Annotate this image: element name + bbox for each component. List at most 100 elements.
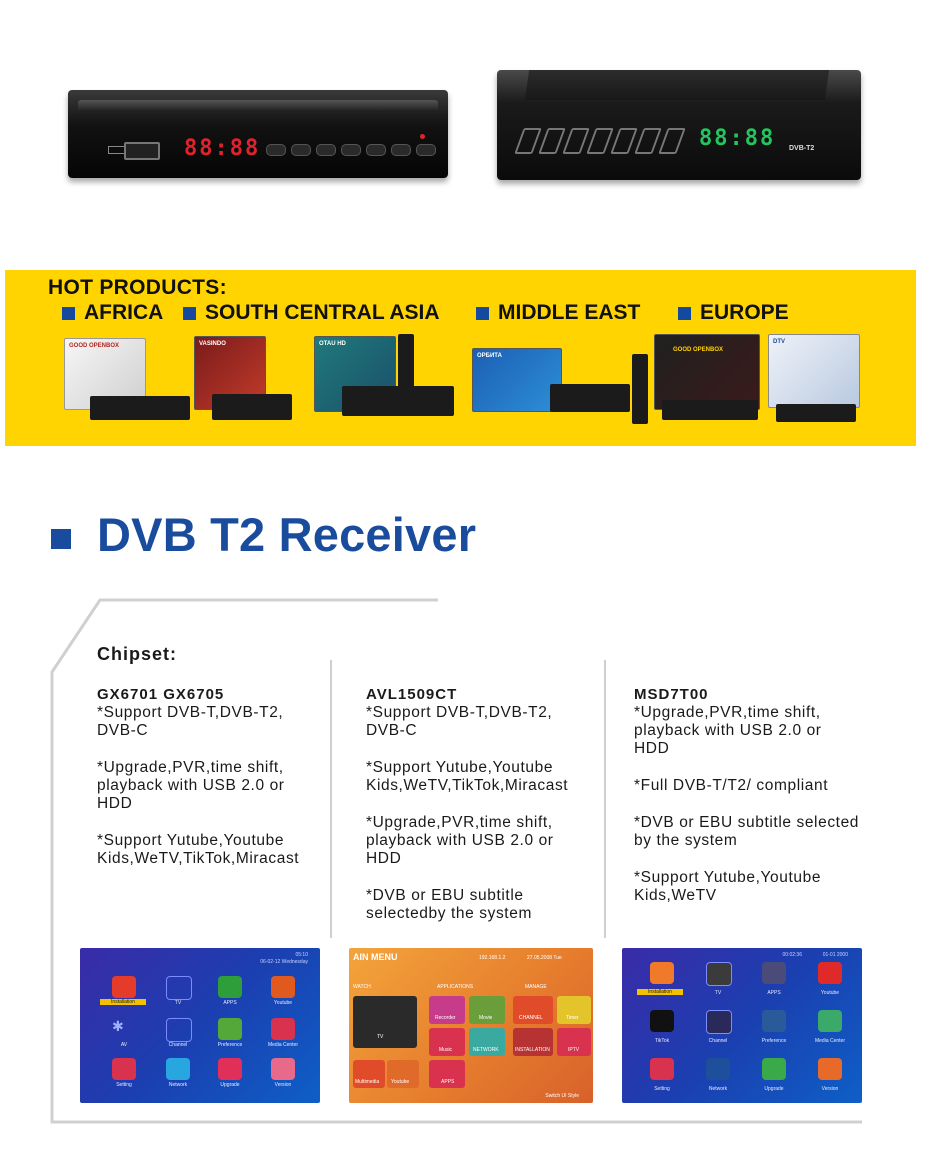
apps-icon[interactable] <box>762 962 786 984</box>
feature-text: *Upgrade,PVR,time shift, playback with U… <box>97 759 285 812</box>
product-box-6: DTV <box>766 334 866 434</box>
feature-text: *Upgrade,PVR,time shift, playback with U… <box>634 704 822 757</box>
tile-label: Music <box>439 1047 453 1053</box>
apps-icon[interactable] <box>218 976 242 998</box>
product-box-1: GOOD OPENBOX <box>60 334 195 434</box>
upgrade-icon[interactable] <box>762 1058 786 1080</box>
feature-text: *DVB or EBU subtitle selectedby the syst… <box>366 887 532 922</box>
tile-label: Recorder <box>435 1015 456 1021</box>
youtube-tile[interactable]: Youtube <box>387 1060 419 1088</box>
channel-icon[interactable] <box>706 1010 732 1034</box>
network-icon[interactable] <box>706 1058 730 1080</box>
tile-label: Youtube <box>820 990 840 996</box>
iptv-tile[interactable]: IPTV <box>557 1028 591 1056</box>
tile-label: Setting <box>116 1082 132 1088</box>
timer-tile[interactable]: Timer <box>557 996 591 1024</box>
tile-label: INSTALLATION <box>515 1047 550 1053</box>
banner-title: HOT PRODUCTS: <box>48 276 227 299</box>
tile-label: TikTok <box>654 1038 670 1044</box>
youtube-icon[interactable] <box>271 976 295 998</box>
tile-label: Upgrade <box>764 1086 784 1092</box>
product-box-2: VASINDO <box>192 334 302 434</box>
apps-tile[interactable]: APPS <box>429 1060 465 1088</box>
version-icon[interactable] <box>818 1058 842 1080</box>
tv-tile[interactable]: TV <box>353 996 417 1048</box>
tile-label: Media Center <box>814 1038 845 1044</box>
group-watch: WATCH <box>353 984 371 990</box>
feature-text: *DVB or EBU subtitle selected by the sys… <box>634 814 860 849</box>
square-bullet-icon <box>62 306 75 320</box>
tile-label: Network <box>168 1082 188 1088</box>
preference-icon[interactable] <box>762 1010 786 1032</box>
feature-text: *Full DVB-T/T2/ compliant <box>634 777 829 794</box>
feature-text: *Support DVB-T,DVB-T2, DVB-C <box>366 704 553 739</box>
product-box-5: GOOD OPENBOX <box>652 334 762 434</box>
tile-label: Installation <box>637 989 683 995</box>
tile-label: Youtube <box>273 1000 293 1006</box>
square-bullet-icon <box>476 306 489 320</box>
ui-screenshot-2: AIN MENU 192.168.1.2 27.05.2008 Tue WATC… <box>349 948 593 1103</box>
chipset-column-2: AVL1509CT *Support DVB-T,DVB-T2, DVB-C *… <box>366 686 598 942</box>
page-title: DVB T2 Receiver <box>97 508 477 561</box>
power-led <box>420 134 425 139</box>
ip-address: 192.168.1.2 <box>479 955 506 961</box>
setting-icon[interactable] <box>650 1058 674 1080</box>
recorder-tile[interactable]: Recorder <box>429 996 465 1024</box>
multimedia-tile[interactable]: Multimedia <box>353 1060 385 1088</box>
installation-tile[interactable]: INSTALLATION <box>513 1028 553 1056</box>
music-tile[interactable]: Music <box>429 1028 465 1056</box>
tile-label: CHANNEL <box>519 1015 543 1021</box>
column-divider <box>604 660 606 938</box>
led-display: 88:88 <box>184 136 261 161</box>
preference-icon[interactable] <box>218 1018 242 1040</box>
chipset-column-1: GX6701 GX6705 *Support DVB-T,DVB-T2, DVB… <box>97 686 327 887</box>
ui-screenshot-3: 00:02:36 01-01 2000 Installation TV APPS… <box>622 948 862 1103</box>
tile-label: Setting <box>654 1086 670 1092</box>
installation-icon[interactable] <box>650 962 674 984</box>
square-bullet-icon <box>678 306 691 320</box>
tile-label: Timer <box>566 1015 579 1021</box>
ui-screenshot-1: 05:10 06-02-12 Wednesday Installation TV… <box>80 948 320 1103</box>
network-icon[interactable] <box>166 1058 190 1080</box>
tv-icon[interactable] <box>706 962 732 986</box>
channel-icon[interactable] <box>166 1018 192 1042</box>
heading-bullet-icon <box>51 529 71 549</box>
installation-icon[interactable] <box>112 976 136 998</box>
product-brand: GOOD OPENBOX <box>673 347 724 353</box>
product-brand: VASINDO <box>199 341 226 347</box>
av-icon[interactable]: ✱ <box>112 1018 124 1034</box>
tiktok-icon[interactable] <box>650 1010 674 1032</box>
region-label: AFRICA <box>84 301 164 324</box>
region-middle-east: MIDDLE EAST <box>476 301 640 325</box>
product-brand: DTV <box>773 339 785 345</box>
media-center-icon[interactable] <box>818 1010 842 1032</box>
tile-label: IPTV <box>568 1047 580 1053</box>
version-icon[interactable] <box>271 1058 295 1080</box>
product-brand: OTAU HD <box>319 341 346 347</box>
date: 06-02-12 Wednesday <box>260 959 308 965</box>
product-brand: ОРБИТА <box>477 353 502 359</box>
upgrade-icon[interactable] <box>218 1058 242 1080</box>
front-buttons <box>266 144 436 156</box>
channel-tile[interactable]: CHANNEL <box>513 996 553 1024</box>
movie-tile[interactable]: Movie <box>469 996 505 1024</box>
clock: 05:10 <box>295 952 308 958</box>
tile-label: Version <box>821 1086 839 1092</box>
tile-label: Movie <box>479 1015 493 1021</box>
menu-header: AIN MENU <box>353 952 398 962</box>
region-label: SOUTH CENTRAL ASIA <box>205 301 440 324</box>
tile-label: Channel <box>708 1038 728 1044</box>
tile-label: Upgrade <box>220 1082 240 1088</box>
tile-label: AV <box>120 1042 128 1048</box>
switch-ui-style[interactable]: Switch UI Style <box>545 1093 579 1099</box>
date: 01-01 2000 <box>822 952 848 958</box>
youtube-icon[interactable] <box>818 962 842 984</box>
tile-label: Version <box>274 1082 292 1088</box>
media-center-icon[interactable] <box>271 1018 295 1040</box>
tile-label: TV <box>714 990 722 996</box>
network-tile[interactable]: NETWORK <box>469 1028 505 1056</box>
setting-icon[interactable] <box>112 1058 136 1080</box>
clock: 00:02:36 <box>782 952 802 958</box>
tv-icon[interactable] <box>166 976 192 1000</box>
chip-name: AVL1509CT <box>366 686 458 703</box>
